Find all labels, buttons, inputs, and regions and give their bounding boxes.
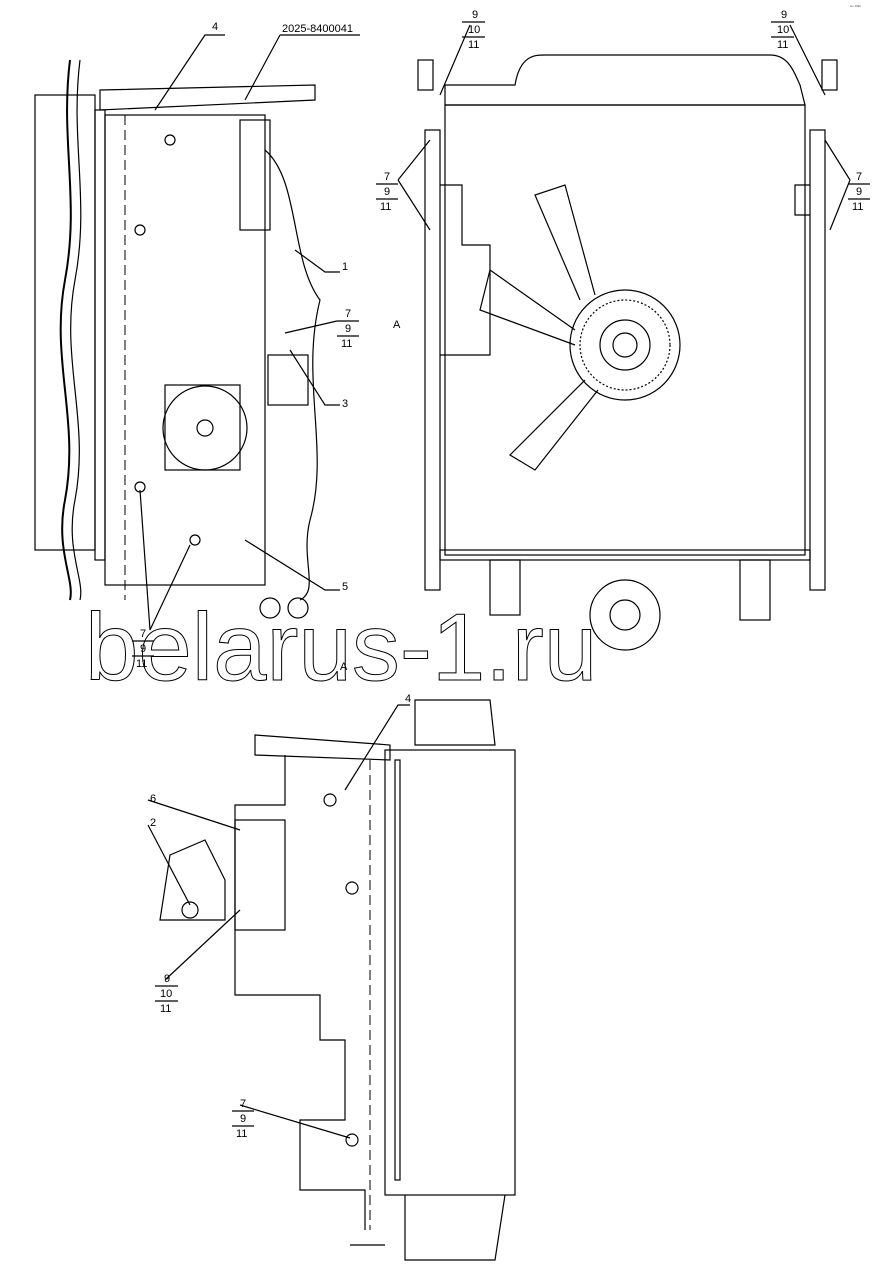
svg-text:11: 11 [468,39,479,51]
svg-text:9: 9 [472,9,478,21]
callout-stack-7-9-11: 7 9 11 [232,1098,254,1140]
svg-text:10: 10 [160,988,172,1000]
svg-text:9: 9 [384,186,390,198]
svg-text:7: 7 [140,628,146,640]
callout-4-bottom: 4 [405,693,411,705]
callout-stack-9-10-11: 9 10 11 [155,973,178,1015]
section-mark-a-2: A [340,661,348,673]
svg-text:9: 9 [164,973,170,985]
svg-text:9: 9 [140,643,146,655]
svg-text:11: 11 [236,1128,247,1140]
svg-text:11: 11 [380,201,391,213]
callout-stack-9-10-11: 9 10 11 [462,9,485,51]
svg-text:7: 7 [240,1098,246,1110]
watermark: belarus-1.ru [85,594,597,701]
svg-text:11: 11 [852,201,863,213]
svg-text:11: 11 [136,658,147,670]
callout-6: 6 [150,793,156,805]
callout-stack-7-9-11: 7 9 11 [848,171,870,213]
corner-mark: ᵉᵐ ᴿᴬᴹ [850,4,861,9]
callout-stack-7-9-11: 7 9 11 [376,171,398,213]
callout-3: 3 [342,398,348,410]
svg-text:11: 11 [341,338,352,350]
svg-text:9: 9 [240,1113,246,1125]
svg-text:11: 11 [160,1003,171,1015]
callout-stack-7-9-11: 7 9 11 [132,628,154,670]
svg-text:10: 10 [468,24,480,36]
callout-5: 5 [342,581,348,593]
svg-text:9: 9 [856,186,862,198]
callout-1: 1 [342,261,348,273]
svg-text:9: 9 [345,323,351,335]
leader-lines [139,24,851,1139]
section-mark-a-1: A [393,319,401,331]
front-view [417,54,838,651]
callout-stack-9-10-11: 9 10 11 [771,9,794,51]
callout-2: 2 [150,817,156,829]
svg-text:7: 7 [345,308,351,320]
bottom-view [159,699,516,1261]
part-number-label: 2025-8400041 [282,23,353,35]
svg-text:7: 7 [856,171,862,183]
svg-text:10: 10 [777,24,789,36]
svg-text:7: 7 [384,171,390,183]
svg-text:9: 9 [781,9,787,21]
svg-text:11: 11 [777,39,788,51]
callout-stack-7-9-11: 7 9 11 [284,308,359,350]
side-view [34,59,321,619]
callout-4-top: 4 [212,21,218,33]
